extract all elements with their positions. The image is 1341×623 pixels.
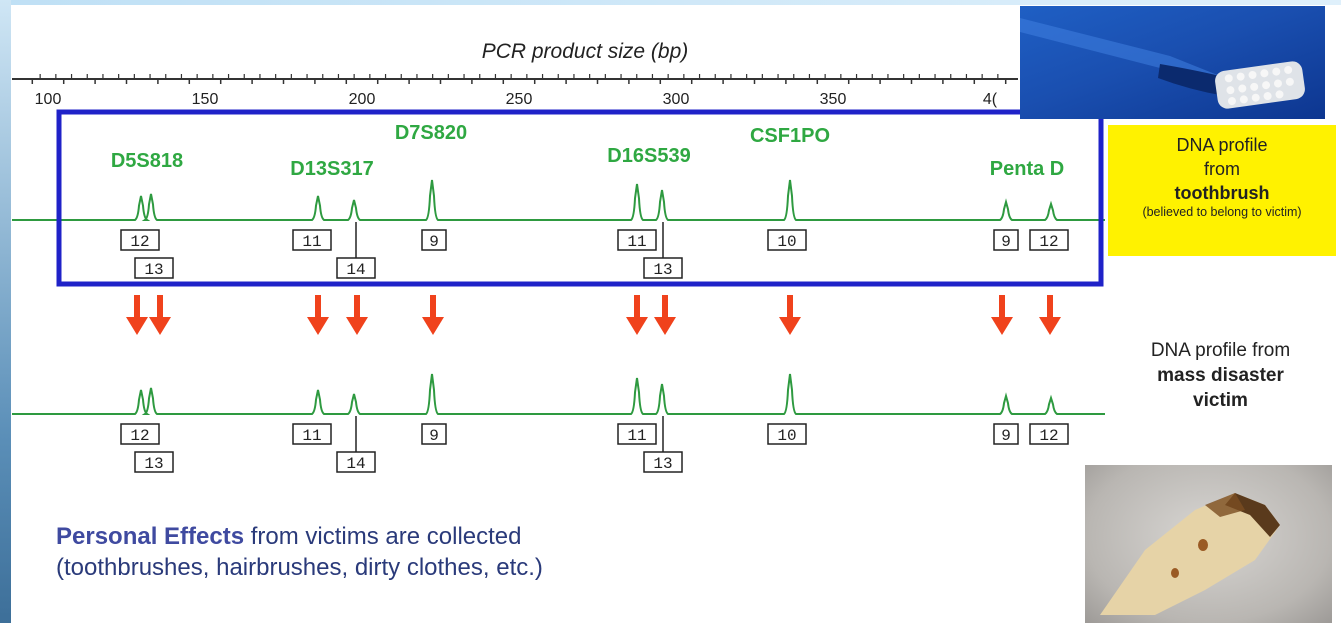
reference-frame [56, 109, 1104, 287]
reference-trace [12, 179, 1105, 221]
down-arrow-icon [307, 295, 329, 335]
reference-allele-box [643, 257, 683, 279]
left-decorative-bar [0, 0, 11, 623]
victim-allele-box [767, 423, 807, 445]
axis-tick-label: 100 [35, 91, 62, 108]
down-arrow-icon [126, 295, 148, 335]
reference-allele-box [421, 229, 447, 251]
victim-allele-label: 10 [777, 427, 796, 445]
victim-allele-box [421, 423, 447, 445]
down-arrow-icon [991, 295, 1013, 335]
reference-allele-label: 10 [777, 233, 796, 251]
victim-trace [12, 373, 1105, 415]
down-arrow-icon [346, 295, 368, 335]
victim-allele-box [120, 423, 160, 445]
victim-allele-box [134, 451, 174, 473]
axis-tick-label: 300 [663, 91, 690, 108]
victim-allele-label: 9 [1001, 427, 1011, 445]
reference-allele-label: 12 [130, 233, 149, 251]
axis-tick-label: 350 [820, 91, 847, 108]
caption: Personal Effects from victims are collec… [56, 521, 543, 583]
down-arrow-icon [422, 295, 444, 335]
reference-line1: DNA profile [1176, 135, 1268, 155]
reference-allele-label: 11 [302, 233, 321, 251]
victim-allele-box [1029, 423, 1069, 445]
caption-line2: (toothbrushes, hairbrushes, dirty clothe… [56, 554, 543, 581]
victim-line3: victim [1193, 390, 1248, 411]
victim-allele-box [993, 423, 1019, 445]
victim-allele-label: 13 [144, 455, 163, 473]
victim-allele-box [336, 451, 376, 473]
victim-allele-label: 12 [130, 427, 149, 445]
reference-allele-label: 11 [627, 233, 646, 251]
down-arrow-icon [149, 295, 171, 335]
reference-allele-label: 9 [1001, 233, 1011, 251]
reference-allele-box [617, 229, 657, 251]
axis-tick-label: 4( [983, 91, 998, 108]
victim-allele-label: 11 [302, 427, 321, 445]
axis-title: PCR product size (bp) [481, 40, 689, 63]
caption-bold: Personal Effects [56, 523, 245, 550]
locus-label-csf1po: CSF1PO [749, 125, 831, 147]
down-arrow-icon [1039, 295, 1061, 335]
victim-allele-label: 13 [653, 455, 672, 473]
reference-allele-box [993, 229, 1019, 251]
axis-tick-label: 250 [506, 91, 533, 108]
down-arrow-icon [779, 295, 801, 335]
reference-allele-box [134, 257, 174, 279]
reference-line3: toothbrush [1174, 183, 1270, 203]
victim-allele-label: 11 [627, 427, 646, 445]
reference-allele-box [292, 229, 332, 251]
locus-label-d16s539: D16S539 [607, 145, 691, 167]
locus-label-d5s818: D5S818 [110, 150, 184, 172]
caption-rest: from victims are collected [244, 523, 522, 550]
toothbrush-photo [1020, 6, 1325, 119]
victim-allele-label: 12 [1039, 427, 1058, 445]
victim-profile-label: DNA profile from mass disaster victim [1100, 338, 1341, 413]
down-arrow-icon [626, 295, 648, 335]
victim-line2: mass disaster [1157, 365, 1284, 386]
victim-line1: DNA profile from [1150, 340, 1291, 361]
victim-allele-box [643, 451, 683, 473]
locus-label-d7s820: D7S820 [394, 122, 468, 144]
reference-allele-box [767, 229, 807, 251]
caption-line1: Personal Effects from victims are collec… [56, 521, 543, 552]
victim-allele-box [617, 423, 657, 445]
reference-profile-label: DNA profile from toothbrush (believed to… [1108, 125, 1336, 256]
locus-label-penta-d: Penta D [989, 158, 1065, 180]
reference-allele-label: 9 [429, 233, 439, 251]
top-decorative-bar [0, 0, 1341, 5]
tooth-photo [1085, 465, 1332, 623]
locus-label-d13s317: D13S317 [290, 158, 374, 180]
down-arrow-icon [654, 295, 676, 335]
reference-allele-box [120, 229, 160, 251]
reference-allele-label: 13 [653, 261, 672, 279]
reference-allele-label: 13 [144, 261, 163, 279]
victim-allele-box [292, 423, 332, 445]
reference-note: (believed to belong to victim) [1142, 205, 1302, 219]
reference-allele-label: 14 [346, 261, 365, 279]
reference-allele-box [336, 257, 376, 279]
reference-allele-box [1029, 229, 1069, 251]
reference-allele-label: 12 [1039, 233, 1058, 251]
victim-allele-label: 9 [429, 427, 439, 445]
axis-tick-label: 150 [192, 91, 219, 108]
victim-allele-label: 14 [346, 455, 365, 473]
axis-tick-label: 200 [349, 91, 376, 108]
reference-line2: from [1204, 159, 1240, 179]
